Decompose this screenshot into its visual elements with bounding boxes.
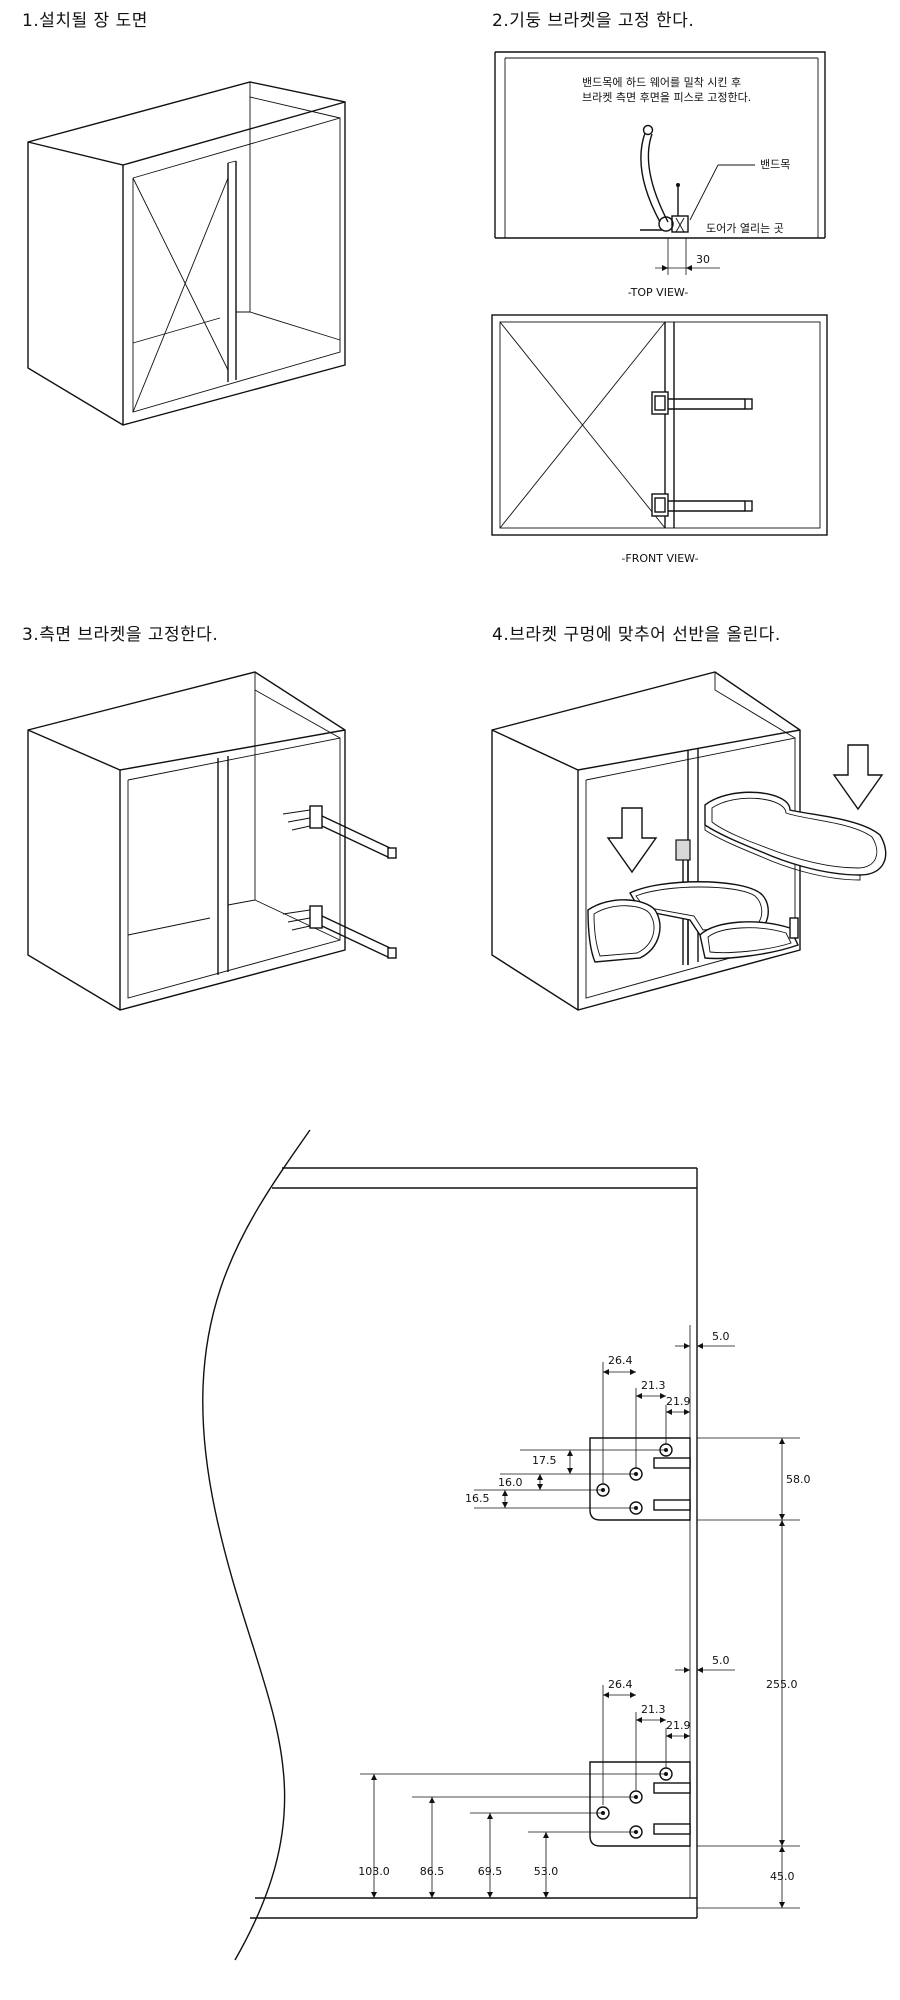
door-label: 도어가 열리는 곳 <box>706 222 784 235</box>
step4-title: 4.브라켓 구멍에 맞추어 선반을 올린다. <box>492 625 781 645</box>
upper-dim-5: 5.0 <box>712 1330 730 1343</box>
dim-695: 69.5 <box>478 1865 503 1878</box>
step3-cabinet-drawing <box>27 671 397 1011</box>
upper-dim-213: 21.3 <box>641 1379 666 1392</box>
dim-30: 30 <box>696 253 710 266</box>
upper-dim-175: 17.5 <box>532 1454 557 1467</box>
step3-title: 3.측면 브라켓을 고정한다. <box>22 625 219 645</box>
band-label: 밴드목 <box>760 158 790 171</box>
lower-bracket <box>589 1761 691 1847</box>
detail-dimension-drawing: 26.4 21.3 21.9 5.0 17.5 16.0 16.5 58.0 2… <box>202 1129 811 1961</box>
step2-note-line2: 브라켓 측면 후면을 피스로 고정한다. <box>582 91 751 104</box>
step1-cabinet-drawing <box>27 81 346 426</box>
lower-dim-5: 5.0 <box>712 1654 730 1667</box>
dim-1030: 103.0 <box>358 1865 390 1878</box>
step2-top-view: 밴드목에 하드 웨어를 밀착 시킨 후 브라켓 측면 후면을 피스로 고정한다.… <box>494 51 826 299</box>
lower-dim-219: 21.9 <box>666 1719 691 1732</box>
upper-dim-219: 21.9 <box>666 1395 691 1408</box>
step2-note-line1: 밴드목에 하드 웨어를 밀착 시킨 후 <box>582 75 741 89</box>
top-view-label: -TOP VIEW- <box>628 286 689 299</box>
lower-dim-264: 26.4 <box>608 1678 633 1691</box>
lower-dim-213: 21.3 <box>641 1703 666 1716</box>
upper-dim-160: 16.0 <box>498 1476 523 1489</box>
upper-dim-264: 26.4 <box>608 1354 633 1367</box>
upper-bracket <box>589 1437 691 1521</box>
step2-title: 2.기둥 브라켓을 고정 한다. <box>492 11 695 31</box>
step1-title: 1.설치될 장 도면 <box>22 11 148 31</box>
upper-dim-165: 16.5 <box>465 1492 490 1505</box>
dim-450: 45.0 <box>770 1870 795 1883</box>
dim-2550: 255.0 <box>766 1678 798 1691</box>
step4-cabinet-drawing <box>491 671 887 1011</box>
dim-865: 86.5 <box>420 1865 445 1878</box>
step2-front-view: -FRONT VIEW- <box>491 314 828 565</box>
dim-580: 58.0 <box>786 1473 811 1486</box>
front-view-label: -FRONT VIEW- <box>621 552 698 565</box>
dim-530: 53.0 <box>534 1865 559 1878</box>
